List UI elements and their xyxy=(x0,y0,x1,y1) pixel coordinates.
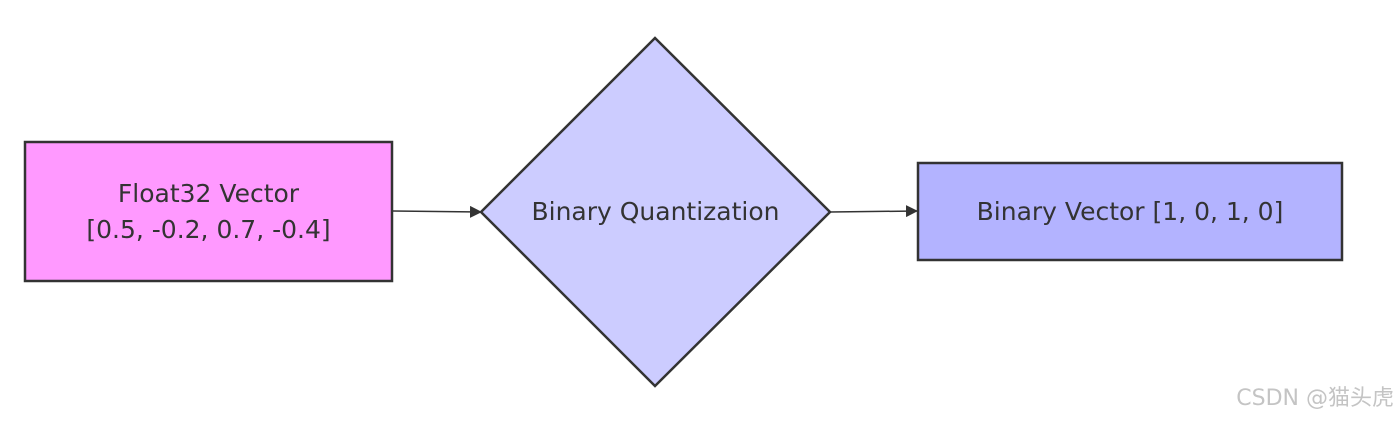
float32-vector-node xyxy=(23,140,394,283)
binary-quantization-node xyxy=(479,36,832,388)
watermark-text: CSDN @猫头虎 xyxy=(1236,386,1394,411)
binary-vector-node xyxy=(916,161,1344,262)
edge-float32-to-quantization xyxy=(392,205,482,218)
edge-quantization-to-binary xyxy=(829,205,918,218)
